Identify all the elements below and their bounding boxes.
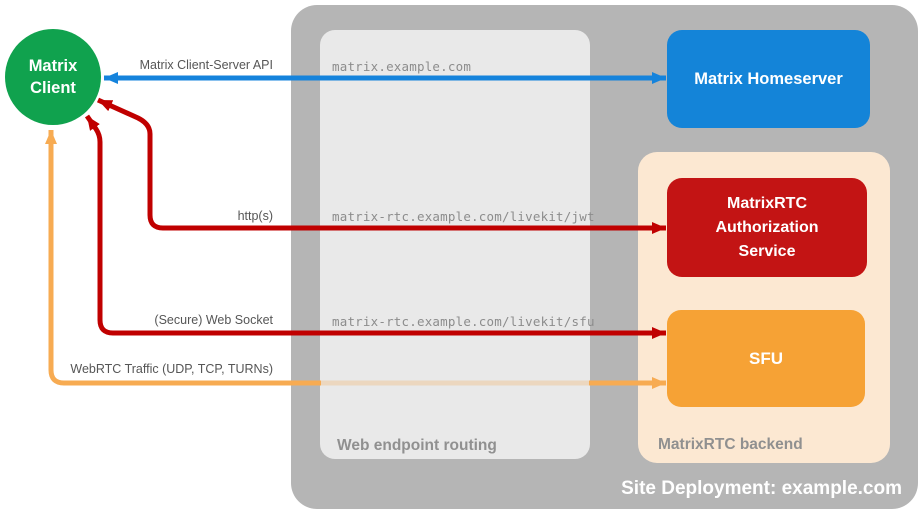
web-endpoint-routing-box [320,30,590,459]
http-label: http(s) [237,209,273,223]
route-livekit-sfu: matrix-rtc.example.com/livekit/sfu [332,314,595,329]
matrix-homeserver-label: Matrix Homeserver [694,69,843,88]
route-livekit-jwt: matrix-rtc.example.com/livekit/jwt [332,209,595,224]
websocket-label: (Secure) Web Socket [154,313,273,327]
auth-service-label-line2: Authorization [715,218,819,236]
web-endpoint-routing-label: Web endpoint routing [337,437,497,454]
matrix-homeserver-node: Matrix Homeserver [667,30,870,128]
matrix-client-label-line1: Matrix [28,57,78,75]
matrixrtc-backend-label: MatrixRTC backend [658,436,803,453]
site-deployment-label: Site Deployment: example.com [621,478,902,499]
sfu-node: SFU [667,310,865,407]
auth-service-label-line1: MatrixRTC [726,194,807,212]
route-matrix-example-com: matrix.example.com [332,59,472,74]
client-server-api-label: Matrix Client-Server API [139,58,273,72]
webrtc-traffic-label: WebRTC Traffic (UDP, TCP, TURNs) [70,362,273,376]
auth-service-label-line3: Service [738,242,796,260]
matrixrtc-auth-service-node: MatrixRTC Authorization Service [667,178,867,277]
matrix-client-label-line2: Client [30,79,76,97]
sfu-label: SFU [749,348,783,368]
matrix-client-node: Matrix Client [5,29,101,125]
